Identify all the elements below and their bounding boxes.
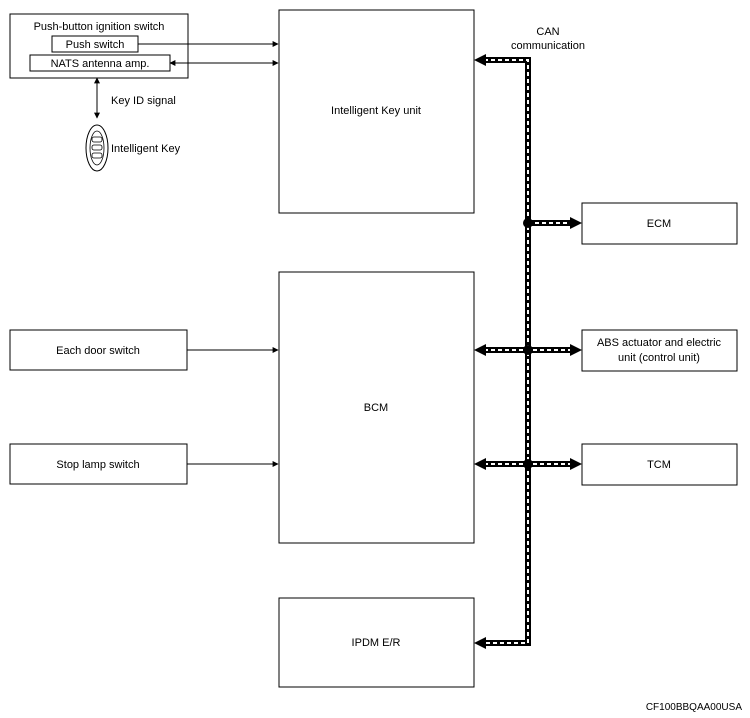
- ignition-switch-label: Push-button ignition switch: [34, 21, 165, 33]
- figure-code: CF100BBQAA00USA: [646, 702, 742, 713]
- stop-lamp-switch-box: [9, 443, 188, 485]
- ecm-label: ECM: [647, 218, 671, 230]
- push-switch-label: Push switch: [66, 39, 125, 51]
- ecm-box: [581, 202, 738, 245]
- ipdm-label: IPDM E/R: [352, 637, 401, 649]
- door-switch-label: Each door switch: [56, 345, 140, 357]
- tcm-box: [581, 443, 738, 486]
- intelligent-key-unit-box: [278, 9, 475, 214]
- intelligent-key-unit-label: Intelligent Key unit: [331, 105, 421, 117]
- door-switch-box: [9, 329, 188, 371]
- abs-label-line1: ABS actuator and electric: [597, 337, 722, 349]
- intelligent-key-icon: [85, 124, 109, 172]
- ipdm-box: [278, 597, 475, 688]
- tcm-label: TCM: [647, 459, 671, 471]
- bcm-box: [278, 271, 475, 544]
- bcm-label: BCM: [364, 402, 388, 414]
- can-label-line1: CAN: [536, 26, 559, 38]
- abs-label-line2: unit (control unit): [618, 352, 700, 364]
- can-label-line2: communication: [511, 40, 585, 52]
- can-bus: [474, 54, 582, 649]
- nats-amp-label: NATS antenna amp.: [51, 58, 150, 70]
- intelligent-key-label: Intelligent Key: [111, 143, 181, 155]
- abs-box: [581, 329, 738, 372]
- stop-lamp-switch-label: Stop lamp switch: [56, 459, 139, 471]
- key-id-label: Key ID signal: [111, 95, 176, 107]
